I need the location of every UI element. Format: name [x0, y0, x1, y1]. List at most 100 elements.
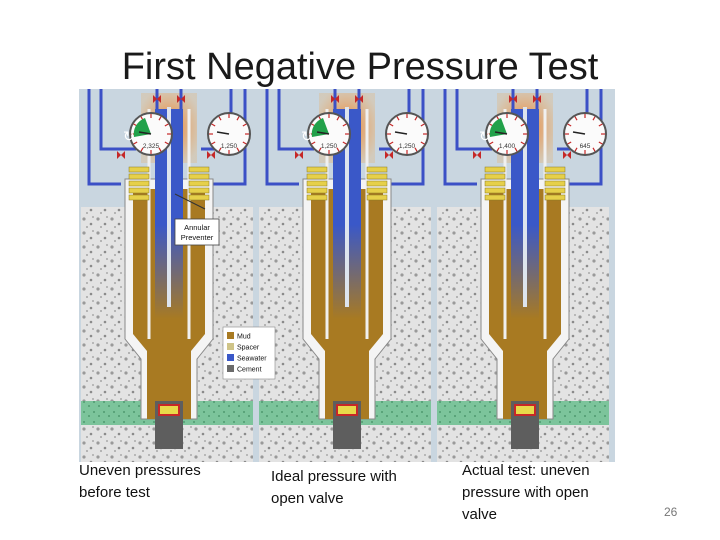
valve-3 — [295, 151, 303, 159]
gauge-tick — [236, 116, 240, 121]
gauge-tick — [218, 147, 222, 152]
float-collar — [336, 404, 358, 416]
valve-4 — [563, 151, 571, 159]
valve-4 — [207, 151, 215, 159]
bop-flange-left — [484, 180, 506, 187]
gauge-tick — [567, 141, 572, 145]
bop-flange-right — [188, 166, 210, 173]
bop-flange-right — [544, 173, 566, 180]
legend-label-cement: Cement — [237, 367, 262, 374]
gauge-tick — [496, 147, 500, 152]
gauge-reading: 1,250 — [221, 143, 238, 150]
gauge-tick — [574, 147, 578, 152]
gauge-tick — [414, 116, 418, 121]
bop-flange-right — [366, 187, 388, 194]
float-collar — [158, 404, 180, 416]
gauge-needle — [572, 131, 586, 135]
bop-flange-left — [306, 180, 328, 187]
caption-panel-3: Actual test: uneven pressure with open v… — [462, 462, 590, 523]
gauge-right: 645 — [563, 112, 607, 156]
bop-flange-left — [484, 166, 506, 173]
gauge-tick — [514, 147, 518, 152]
gauge-green-sector — [311, 118, 329, 137]
gauge-reading: 2,325 — [143, 143, 160, 150]
float-collar — [514, 404, 536, 416]
bop-flange-left — [128, 187, 150, 194]
gauge-needle — [494, 131, 508, 135]
gauge-tick — [242, 123, 247, 127]
gauge-tick — [336, 147, 340, 152]
gauge-tick — [164, 123, 169, 127]
gauge-tick — [318, 147, 322, 152]
legend-swatch-mud — [227, 332, 234, 339]
bop-flange-left — [128, 173, 150, 180]
valve-3 — [117, 151, 125, 159]
legend-swatch-cement — [227, 365, 234, 372]
callout-leader — [174, 193, 206, 210]
caption-panel-2: Ideal pressure with open valve — [271, 468, 397, 507]
well-panel-1: 2,325 1,250 ↻ — [81, 89, 253, 462]
bop-flange-right — [188, 187, 210, 194]
gauge-reading: 645 — [580, 143, 591, 150]
gauge-left: 1,250 — [307, 112, 351, 156]
gauge-green-sector — [133, 118, 151, 137]
bop-flange-left — [484, 194, 506, 201]
gauge-right: 1,250 — [385, 112, 429, 156]
callout-line2: Preventer — [181, 233, 214, 242]
gauge-tick — [396, 116, 400, 121]
callout-box — [174, 218, 220, 246]
gauge-reading: 1,400 — [499, 143, 516, 150]
bop-flange-left — [128, 194, 150, 201]
pipe-left — [443, 89, 477, 186]
flow-arrow-icon: ↻ — [123, 128, 135, 144]
bop-flange-left — [484, 187, 506, 194]
gauge-tick — [342, 123, 347, 127]
drill-string — [167, 107, 171, 307]
gauge-tick — [336, 116, 340, 121]
legend-label-spacer: Spacer — [237, 345, 260, 352]
gauge-tick — [242, 141, 247, 145]
gauge-tick — [218, 116, 222, 121]
legend-swatch-seawater — [227, 354, 234, 361]
valve-4 — [385, 151, 393, 159]
slide-title: First Negative Pressure Test — [121, 46, 599, 88]
gauge-needle — [138, 131, 152, 135]
valve-2 — [177, 95, 185, 103]
bop-flange-right — [366, 166, 388, 173]
bop-flange-left — [484, 173, 506, 180]
bop-flange-right — [366, 194, 388, 201]
gauge-tick — [389, 123, 394, 127]
gauge-needle — [316, 131, 330, 135]
gauge-tick — [520, 141, 525, 145]
bop-flange-left — [128, 166, 150, 173]
gauge-left: 1,400 — [485, 112, 529, 156]
bop-flange-right — [544, 166, 566, 173]
bop-flange-right — [188, 180, 210, 187]
gauge-tick — [574, 116, 578, 121]
bop-flange-left — [306, 166, 328, 173]
gauge-tick — [158, 116, 162, 121]
gauge-tick — [211, 123, 216, 127]
page-number: 26 — [664, 505, 678, 519]
gauge-tick — [389, 141, 394, 145]
caption-panel-1: Uneven pressures before test — [79, 462, 201, 501]
legend-swatch-spacer — [227, 343, 234, 350]
pipe-left — [87, 89, 121, 186]
gauge-tick — [140, 147, 144, 152]
bop-flange-left — [306, 187, 328, 194]
flow-arrow-icon: ↻ — [301, 128, 313, 144]
valve-2 — [355, 95, 363, 103]
drill-string — [523, 107, 527, 307]
legend-label-seawater: Seawater — [237, 356, 267, 363]
gauge-tick — [311, 141, 316, 145]
callout-line1: Annular — [184, 223, 210, 232]
gauge-tick — [211, 141, 216, 145]
valve-1 — [153, 95, 161, 103]
valve-1 — [509, 95, 517, 103]
gauge-tick — [133, 141, 138, 145]
gauge-tick — [420, 123, 425, 127]
flow-arrow-icon: ↻ — [479, 128, 491, 144]
bop-flange-right — [188, 194, 210, 201]
